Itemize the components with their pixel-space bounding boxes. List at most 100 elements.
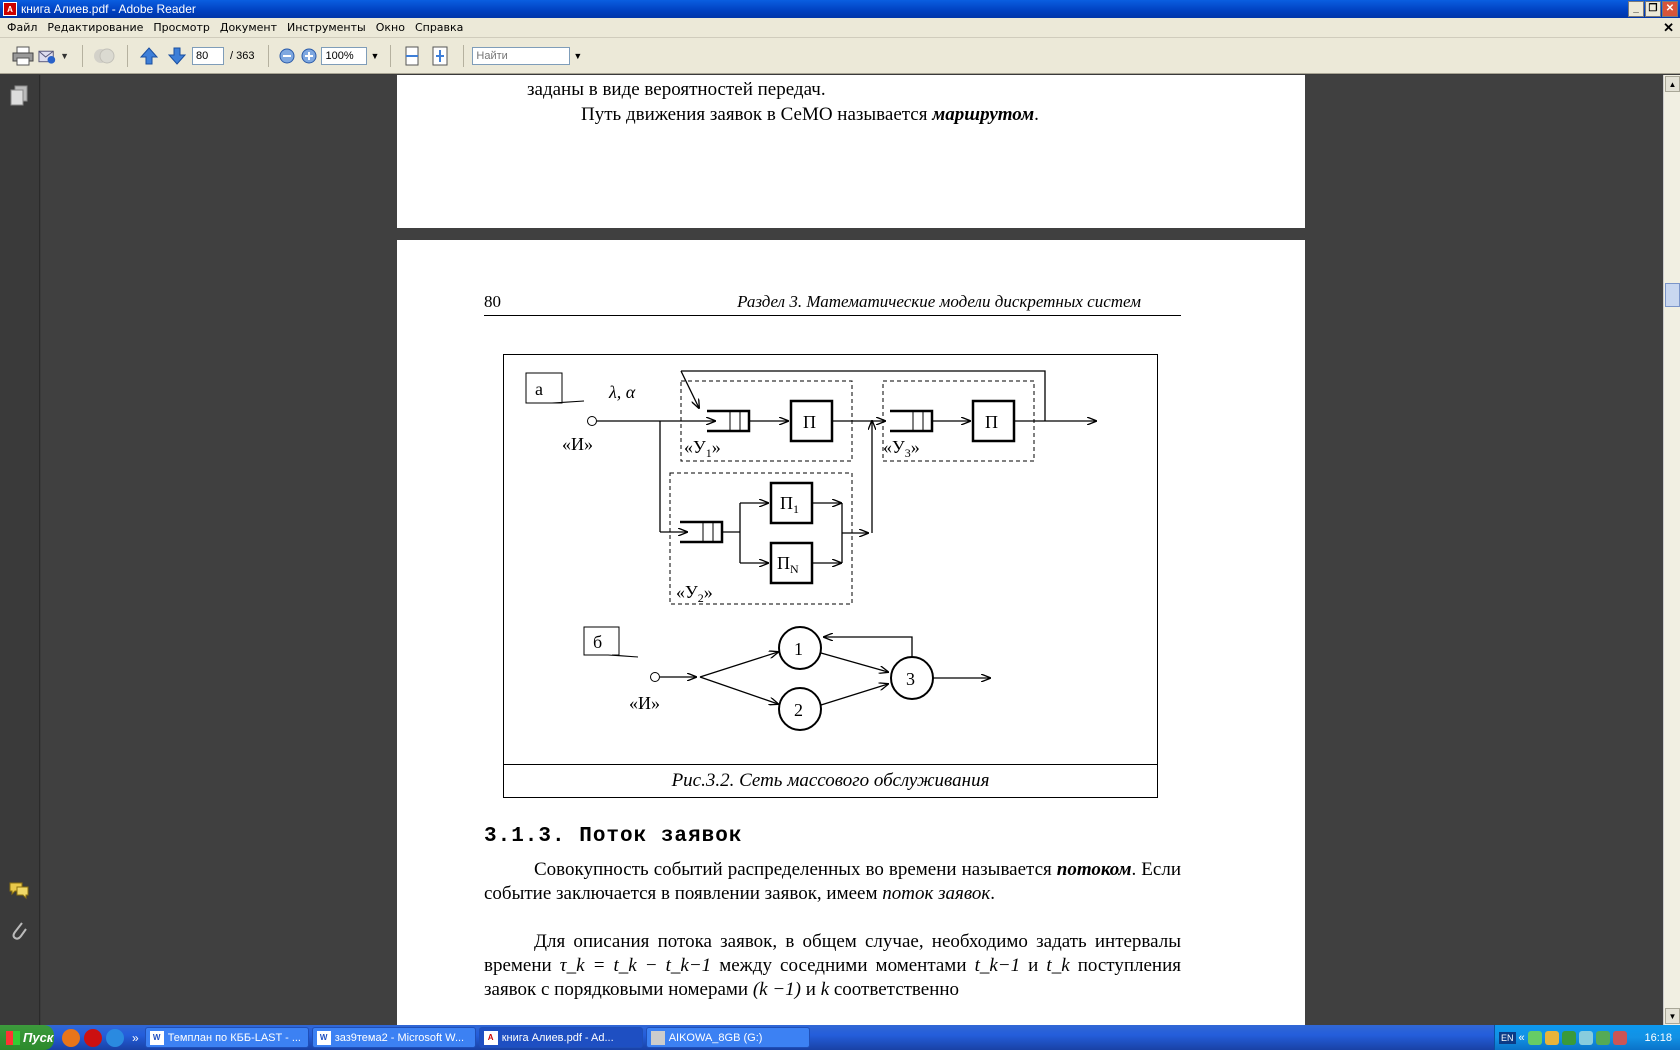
toolbar-separator — [82, 44, 83, 67]
pdf-icon: A — [483, 1030, 498, 1045]
page-scroll-icon — [405, 46, 419, 65]
toolbar-separator — [268, 44, 270, 67]
clock[interactable]: 16:18 — [1644, 1031, 1672, 1044]
zoom-level-input[interactable] — [321, 46, 368, 65]
network-icon[interactable] — [1527, 1030, 1542, 1045]
flag-us-icon[interactable] — [1612, 1030, 1627, 1045]
toolbar-separator — [127, 44, 128, 67]
graph-node-3-label: 3 — [906, 669, 915, 689]
server-u3-label: П — [985, 412, 998, 432]
menu-bar: Файл Редактирование Просмотр Документ Ин… — [0, 18, 1680, 38]
minimize-button[interactable]: _ — [1628, 1, 1644, 17]
server-p1 — [769, 481, 814, 525]
comments-icon — [9, 882, 29, 900]
scroll-down-arrow-icon[interactable]: ▼ — [1665, 1008, 1680, 1024]
text-span: соответственно — [829, 979, 960, 1000]
menu-edit[interactable]: Редактирование — [47, 21, 144, 34]
printer-icon — [12, 46, 34, 65]
system-tray: EN « 16:18 — [1494, 1025, 1680, 1050]
next-page-button[interactable] — [164, 44, 190, 68]
title-bar: A книга Алиев.pdf - Adobe Reader _ ❐ ✕ — [0, 0, 1680, 18]
node-u3-label: «У3» — [883, 437, 920, 460]
tray-expand-icon[interactable]: « — [1518, 1031, 1525, 1044]
text-line: Путь движения заявок в СеМО называется м… — [581, 104, 1039, 126]
page-number-input[interactable] — [192, 46, 224, 65]
internet-explorer-icon[interactable] — [106, 1028, 124, 1047]
menu-file[interactable]: Файл — [7, 21, 38, 34]
figure-queueing-network: а λ, α «И» — [503, 354, 1158, 798]
email-button[interactable]: ▼ — [38, 44, 72, 68]
text-span: Для описания потока заявок, в общем случ… — [484, 931, 1181, 976]
fit-page-icon — [432, 46, 448, 65]
chevron-down-icon[interactable]: ▼ — [60, 50, 69, 61]
menu-document[interactable]: Документ — [219, 21, 277, 34]
node-u2-box — [669, 472, 853, 605]
source-label-a: «И» — [562, 434, 593, 454]
zoom-dropdown-icon[interactable]: ▼ — [370, 50, 380, 61]
pages-panel-button[interactable] — [8, 85, 30, 107]
text-span: Совокупность событий распределенных во в… — [534, 859, 1057, 880]
label-b: б — [593, 632, 602, 652]
close-button[interactable]: ✕ — [1662, 1, 1678, 17]
section-heading: 3.1.3. Поток заявок — [484, 825, 743, 848]
close-document-icon[interactable]: ✕ — [1663, 20, 1674, 35]
antivirus-icon[interactable] — [1544, 1030, 1559, 1045]
figure-caption: Рис.3.2. Сеть массового обслуживания — [504, 764, 1157, 797]
word-icon: W — [149, 1030, 164, 1045]
quick-launch: » — [62, 1028, 139, 1047]
menu-tools[interactable]: Инструменты — [287, 21, 366, 34]
navigation-panel — [0, 75, 40, 1025]
zoom-in-icon — [301, 48, 317, 63]
vertical-scrollbar[interactable]: ▲ ▼ — [1663, 75, 1680, 1025]
scrolling-mode-button[interactable] — [399, 44, 425, 68]
source-node-b — [650, 672, 660, 682]
scroll-up-arrow-icon[interactable]: ▲ — [1665, 76, 1680, 92]
safely-remove-icon[interactable] — [1561, 1030, 1576, 1045]
search-options-dropdown-icon[interactable]: ▼ — [573, 50, 583, 61]
zoom-out-button[interactable] — [277, 44, 297, 68]
start-button[interactable]: Пуск — [0, 1025, 54, 1050]
menu-help[interactable]: Справка — [414, 21, 464, 34]
formula-k: k — [820, 979, 830, 1000]
previous-page-button[interactable] — [136, 44, 162, 68]
graph-node-2-label: 2 — [794, 700, 803, 720]
source-node-a — [587, 416, 597, 426]
search-input[interactable] — [472, 46, 571, 65]
collaborate-button[interactable] — [91, 44, 117, 68]
text-span: и — [801, 979, 821, 1000]
print-button[interactable] — [10, 44, 36, 68]
text-span: Путь движения заявок в СеМО называется — [581, 104, 933, 125]
language-indicator[interactable]: EN — [1499, 1031, 1516, 1044]
node-u2-label: «У2» — [676, 582, 713, 605]
volume-icon[interactable] — [1578, 1030, 1593, 1045]
menu-window[interactable]: Окно — [375, 21, 405, 34]
update-icon[interactable] — [1595, 1030, 1610, 1045]
text-span: . — [1034, 104, 1039, 125]
toolbar: ▼ / 363 ▼ ▼ — [0, 38, 1680, 74]
paragraph: Совокупность событий распределенных во в… — [484, 858, 1181, 906]
quick-launch-more-icon[interactable]: » — [132, 1030, 139, 1045]
graph-node-1 — [778, 626, 822, 670]
attachments-panel-button[interactable] — [8, 919, 30, 941]
formula-k: (k −1) — [752, 979, 802, 1000]
drive-icon — [650, 1030, 665, 1045]
firefox-icon[interactable] — [62, 1028, 80, 1047]
document-view[interactable]: заданы в виде вероятностей передач. Путь… — [41, 75, 1663, 1025]
text-span: . — [990, 883, 996, 904]
opera-icon[interactable] — [84, 1028, 102, 1047]
task-button-drive[interactable]: AIKOWA_8GB (G:) — [645, 1027, 810, 1048]
comments-panel-button[interactable] — [8, 879, 30, 901]
text-line: заданы в виде вероятностей передач. — [527, 79, 826, 100]
menu-view[interactable]: Просмотр — [153, 21, 210, 34]
windows-flag-icon — [6, 1030, 20, 1045]
term-flow: потоком — [1056, 859, 1132, 880]
zoom-in-button[interactable] — [299, 44, 319, 68]
restore-button[interactable]: ❐ — [1645, 1, 1661, 17]
scrollbar-thumb[interactable] — [1665, 283, 1680, 307]
fit-page-button[interactable] — [427, 44, 453, 68]
paragraph: Для описания потока заявок, в общем случ… — [484, 930, 1181, 1002]
pdf-page-80: 80 Раздел 3. Математические модели дискр… — [397, 240, 1305, 1025]
